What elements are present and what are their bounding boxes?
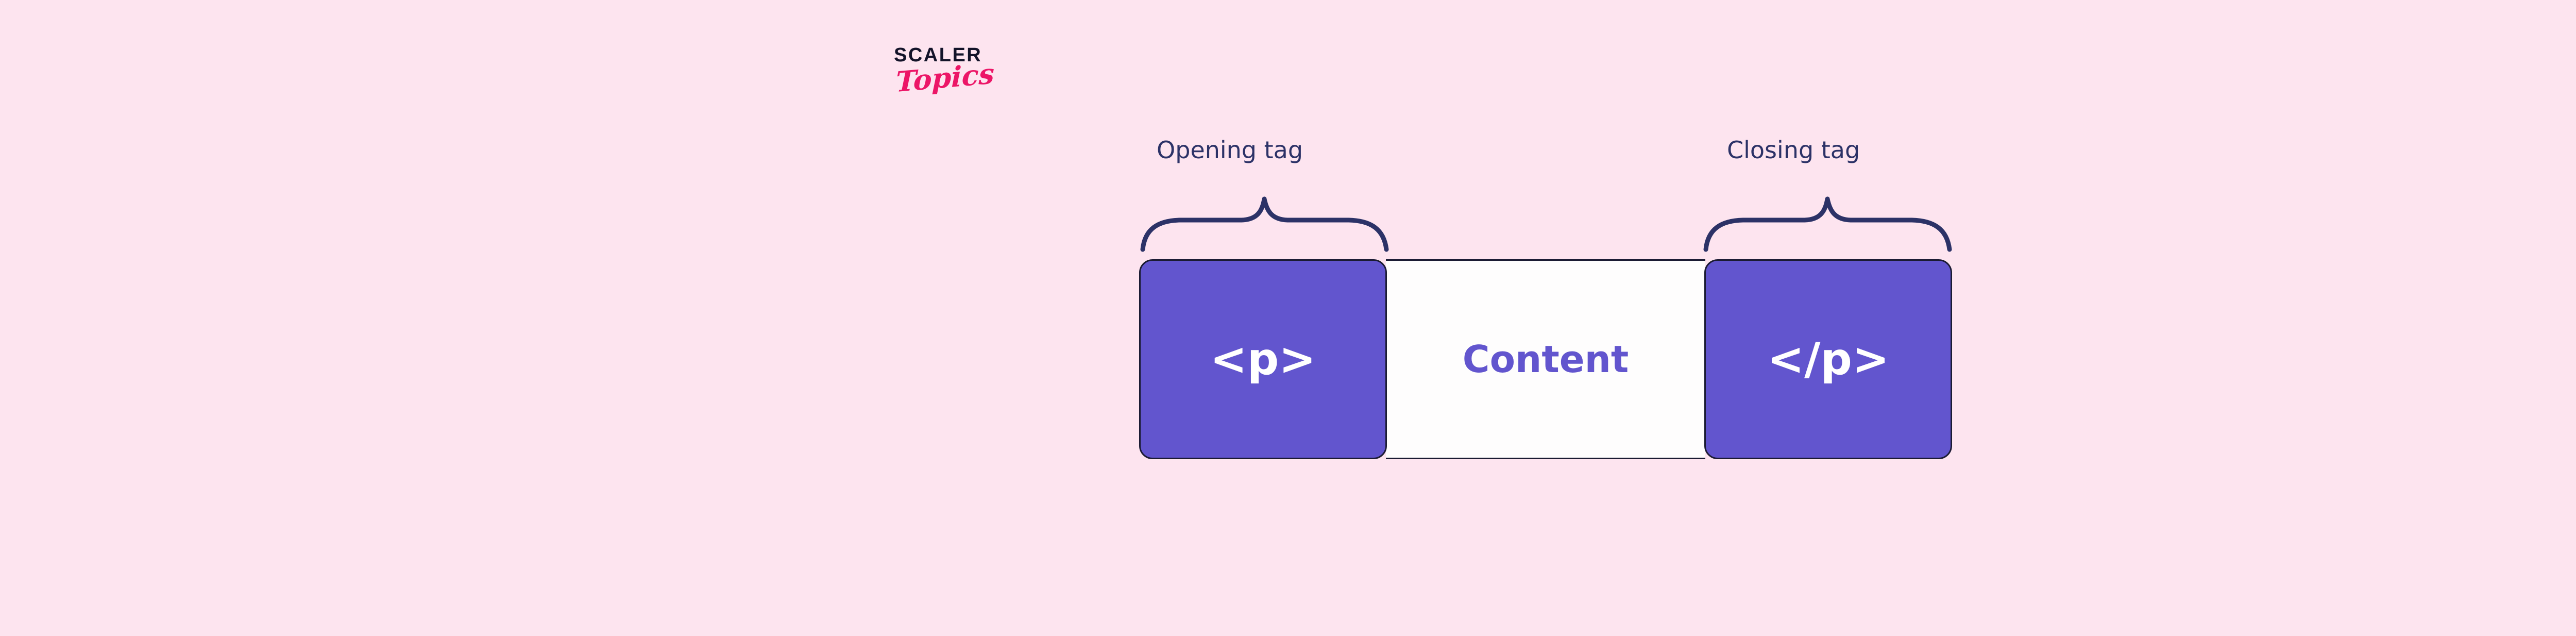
opening-tag-text: <p> (1210, 333, 1316, 385)
opening-tag-box: <p> (1139, 259, 1387, 459)
closing-tag-text: </p> (1767, 333, 1890, 385)
opening-tag-brace-icon (1140, 196, 1389, 252)
content-box: Content (1386, 259, 1705, 459)
content-text: Content (1462, 338, 1629, 381)
html-element-row: <p> Content </p> (1139, 259, 1952, 459)
closing-tag-box: </p> (1704, 259, 1952, 459)
opening-tag-label: Opening tag (1157, 136, 1303, 164)
closing-tag-brace-icon (1703, 196, 1952, 252)
closing-tag-label: Closing tag (1727, 136, 1860, 164)
logo-wordmark: SCALER (894, 44, 982, 66)
scaler-topics-logo: SCALER Topics (894, 45, 1028, 133)
